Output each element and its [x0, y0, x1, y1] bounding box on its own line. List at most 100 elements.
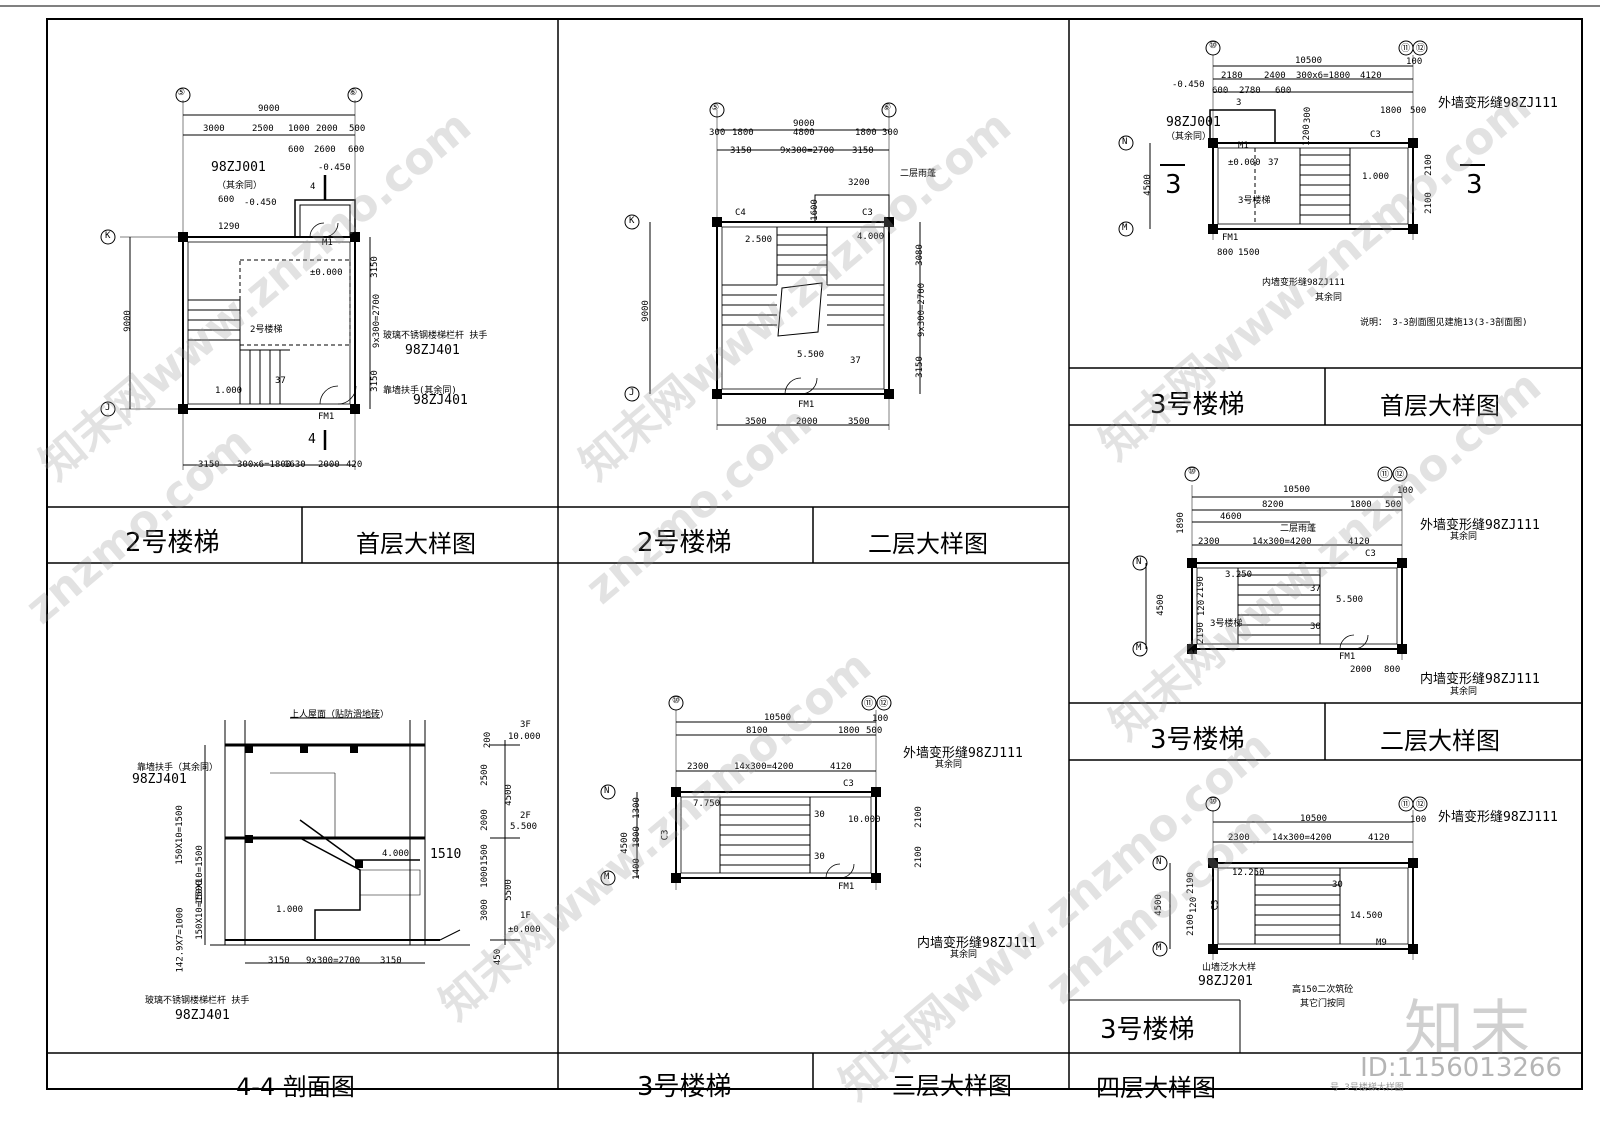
p1-section-bottom: 4 — [308, 432, 316, 447]
p6-dim: 4120 — [830, 762, 852, 772]
p6-dim: 1800 — [838, 726, 860, 736]
p7-elev2: 14.500 — [1350, 911, 1383, 921]
p2-elev2: 4.000 — [857, 232, 885, 242]
p6-axis: ⑪ — [864, 699, 874, 709]
frame — [46, 18, 1583, 1090]
p3-outer-joint: 外墙变形缝98ZJ111 — [1438, 96, 1558, 111]
p5-elev-low: 1.000 — [276, 905, 304, 915]
p3-section-left: 3 — [1165, 170, 1182, 200]
p5-dim: 3150 — [380, 956, 402, 966]
p1-axis-k: K — [105, 231, 111, 241]
p3-steps: 37 — [1268, 158, 1279, 168]
p6-dim: 2300 — [687, 762, 709, 772]
p1-title-left: 2号楼梯 — [125, 528, 220, 558]
p6-dim: 8100 — [746, 726, 768, 736]
p4-axis: M — [1136, 643, 1142, 653]
p4-steps2: 30 — [1310, 622, 1321, 632]
p5-floor: 2F — [520, 811, 531, 821]
p1-dim: 2600 — [314, 145, 336, 155]
p1-title-right: 首层大样图 — [356, 530, 476, 558]
p7-axis: ⑫ — [1416, 800, 1426, 810]
p2-title-left: 2号楼梯 — [637, 528, 732, 558]
p3-axis: M — [1122, 223, 1128, 233]
p3-title-left: 3号楼梯 — [1150, 390, 1245, 420]
p3-axis: ⑪ — [1401, 44, 1411, 54]
p2-dim: 4800 — [793, 128, 815, 138]
p2-win-right: C3 — [862, 208, 873, 218]
p7-door: M9 — [1376, 938, 1387, 948]
p6-door: FM1 — [838, 882, 855, 892]
p1-axis-j: J — [105, 403, 111, 413]
p2-dim: 300 — [882, 128, 899, 138]
p5-dim: 1500 — [479, 844, 490, 866]
p1-ref-rail: 98ZJ401 — [405, 343, 460, 358]
p2-canopy-depth: 1600 — [809, 199, 820, 221]
watermark-logo: 知末 — [1404, 994, 1536, 1064]
p1-dim: 9x300=2700 — [372, 293, 383, 349]
p2-canopy: 二层雨蓬 — [900, 169, 937, 179]
p3-inner-joint: 内墙变形缝98ZJ111 — [1262, 278, 1345, 288]
p5-note-rail: 玻璃不锈钢楼梯栏杆 扶手 — [145, 996, 250, 1006]
p2-steps: 37 — [850, 356, 861, 366]
p5-note-wall: 靠墙扶手（其余同） — [137, 763, 219, 773]
p7-dim-total: 10500 — [1300, 814, 1328, 824]
p4-dim: 1890 — [1175, 512, 1186, 534]
p4-dim: 4600 — [1220, 512, 1242, 522]
p4-dim: 4120 — [1348, 537, 1370, 547]
p7-note-low: 高150二次筑砼 — [1292, 985, 1354, 995]
p3-dim: 1500 — [1238, 248, 1260, 258]
p1-note-wall: 靠墙扶手(其余同) — [383, 386, 457, 396]
p1-elev3: ±0.000 — [310, 268, 343, 278]
p6-outer-note: 其余同 — [935, 760, 963, 770]
p4-canopy: 二层雨蓬 — [1280, 524, 1317, 534]
p2-axis: K — [629, 216, 635, 226]
panel-5-section — [204, 717, 520, 964]
p3-dim: 800 — [1217, 248, 1234, 258]
p2-dim: 300 — [709, 128, 726, 138]
p4-title-right: 二层大样图 — [1380, 727, 1500, 755]
p5-level: 5.500 — [510, 822, 538, 832]
p4-dim: 500 — [1385, 500, 1402, 510]
p1-ref1-note: （其余同） — [217, 181, 263, 191]
p3-dim: 600 — [1212, 86, 1229, 96]
p4-inner-note: 其余同 — [1450, 687, 1478, 697]
panel-2-plan — [649, 110, 921, 430]
p4-inner-joint: 内墙变形缝98ZJ111 — [1420, 672, 1540, 687]
p2-dim: 2000 — [796, 417, 818, 427]
p3-dim-total: 10500 — [1295, 56, 1323, 66]
p4-dim: 8200 — [1262, 500, 1284, 510]
p1-dim: 600 — [288, 145, 305, 155]
p5-dim: 150X10=1500 — [194, 880, 205, 940]
p2-door: FM1 — [798, 400, 815, 410]
p6-title-right: 三层大样图 — [892, 1072, 1012, 1100]
watermark-id: ID:1156013266 — [1360, 1053, 1562, 1083]
p1-stair-label: 2号楼梯 — [250, 325, 283, 335]
p1-dim-total: 9000 — [258, 104, 280, 114]
p4-axis: ⑫ — [1395, 470, 1405, 480]
p3-axis: ⑫ — [1416, 44, 1426, 54]
p7-axis: N — [1156, 857, 1162, 867]
p4-win: C3 — [1365, 549, 1376, 559]
p6-title-left: 3号楼梯 — [637, 1072, 732, 1102]
p4-axis: N — [1136, 557, 1142, 567]
p6-win: C3 — [843, 779, 854, 789]
p4-stair-label: 3号楼梯 — [1210, 619, 1243, 629]
p2-dim: 3500 — [848, 417, 870, 427]
p1-dim: 3150 — [369, 370, 380, 392]
p2-dim-left: 9000 — [640, 300, 651, 322]
p1-dim: 500 — [349, 124, 366, 134]
p2-dim: 3080 — [914, 244, 925, 266]
p5-ref-wall: 98ZJ401 — [132, 772, 187, 787]
p4-steps1: 37 — [1310, 584, 1321, 594]
p6-dim: 500 — [866, 726, 883, 736]
p4-dim-total: 10500 — [1283, 485, 1311, 495]
panel-4-plan — [1145, 485, 1403, 660]
p7-win: C3 — [1210, 899, 1221, 911]
p5-dim: 4500 — [503, 784, 514, 806]
p5-note-top: 上人屋面（贴防滑地砖） — [290, 710, 390, 720]
p7-dim: 4120 — [1368, 833, 1390, 843]
p2-dim: 3500 — [745, 417, 767, 427]
p1-dim: 420 — [346, 460, 363, 470]
p5-dim: 2000 — [479, 809, 490, 831]
p1-steps: 37 — [275, 376, 286, 386]
